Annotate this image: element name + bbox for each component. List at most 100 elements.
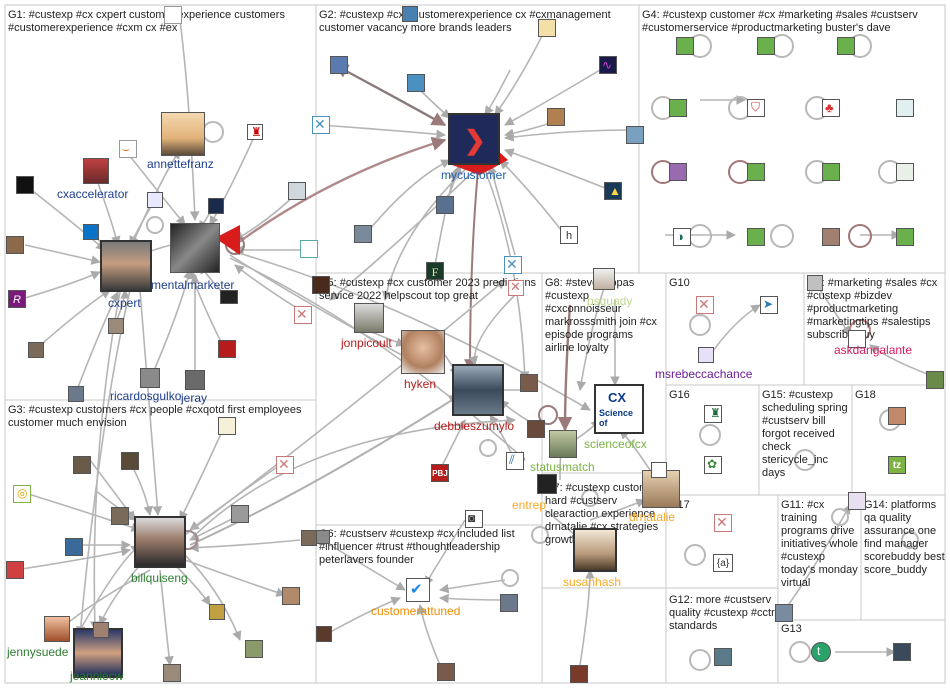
node-g3-f[interactable]: [6, 561, 24, 579]
node-g4-9[interactable]: [747, 163, 765, 181]
node-g9-a[interactable]: [807, 275, 823, 291]
node-g4-4[interactable]: [669, 99, 687, 117]
node-broken-g10[interactable]: ✕: [696, 296, 714, 314]
node-g3-n[interactable]: [93, 622, 109, 638]
node-g3-k[interactable]: [209, 604, 225, 620]
node-g3-i[interactable]: [301, 530, 317, 546]
node-g6-e[interactable]: [316, 530, 330, 544]
node-broken-g17[interactable]: ✕: [714, 514, 732, 532]
node-g3-h[interactable]: [218, 417, 236, 435]
node-entrep[interactable]: [537, 474, 557, 494]
node-cxpert[interactable]: [100, 240, 152, 292]
node-g3-c[interactable]: [73, 456, 91, 474]
node-g4-14[interactable]: [822, 228, 840, 246]
node-g2-f[interactable]: [547, 108, 565, 126]
node-g7-a[interactable]: [570, 665, 588, 683]
node-g2-e[interactable]: ∿: [599, 56, 617, 74]
node-debbieszumylo[interactable]: [452, 364, 504, 416]
node-amazon[interactable]: ⌣: [119, 140, 137, 158]
node-g5-d[interactable]: ⫽: [506, 452, 524, 470]
node-annettefranz[interactable]: [161, 112, 205, 156]
node-jonpicoult[interactable]: [354, 303, 384, 333]
node-msrebeccachance[interactable]: [698, 347, 714, 363]
node-g6-c[interactable]: [316, 626, 332, 642]
node-mentalmarketer[interactable]: [170, 223, 220, 273]
node-broken-g1-a[interactable]: ✕: [294, 306, 312, 324]
node-broken-g1-b[interactable]: [164, 6, 182, 24]
node-g4-7[interactable]: [896, 99, 914, 117]
node-r-logo[interactable]: R: [8, 290, 26, 308]
node-g12-a[interactable]: [714, 648, 732, 666]
node-g1-9[interactable]: [83, 224, 99, 240]
node-g3-g[interactable]: [231, 505, 249, 523]
node-g3-m[interactable]: [163, 664, 181, 682]
node-g5-c[interactable]: [527, 420, 545, 438]
node-a-braces[interactable]: {a}: [713, 554, 733, 572]
node-cx-logo-left[interactable]: [16, 176, 34, 194]
node-broken-g2-b[interactable]: ✕: [504, 256, 522, 274]
node-g4-11[interactable]: [896, 163, 914, 181]
node-g4-6[interactable]: ♣: [822, 99, 840, 117]
node-g6-d[interactable]: [437, 663, 455, 681]
node-g4-8[interactable]: [669, 163, 687, 181]
node-g6-b[interactable]: [500, 594, 518, 612]
node-g7-b[interactable]: [651, 462, 667, 478]
node-g16-a[interactable]: ♜: [704, 405, 722, 423]
node-g5-b[interactable]: [520, 374, 538, 392]
node-mycustomer[interactable]: ❯: [448, 113, 500, 165]
node-scienceofcx[interactable]: CX Science of: [594, 384, 644, 434]
node-jeray[interactable]: [185, 370, 205, 390]
node-broken-g5-a[interactable]: ✕: [508, 279, 524, 296]
node-g1-6[interactable]: [147, 192, 163, 208]
node-hyken[interactable]: [401, 330, 445, 374]
node-g2-a[interactable]: [330, 56, 348, 74]
node-customerattuned[interactable]: ✔: [406, 578, 430, 602]
node-g1-7[interactable]: [208, 198, 224, 214]
node-g1-15[interactable]: [218, 340, 236, 358]
node-g3-l[interactable]: [245, 640, 263, 658]
node-g3-j[interactable]: [282, 587, 300, 605]
node-g4-13[interactable]: [747, 228, 765, 246]
node-tz-logo[interactable]: tz: [888, 456, 906, 474]
node-broken-g3[interactable]: ✕: [276, 456, 294, 474]
node-broken-g2-a[interactable]: ✕: [312, 116, 330, 134]
node-askdangalante[interactable]: [848, 330, 866, 348]
node-g4-15[interactable]: [896, 228, 914, 246]
node-psquady[interactable]: [593, 268, 615, 290]
node-g10-b[interactable]: ➤: [760, 296, 778, 314]
node-g14-a[interactable]: [848, 492, 866, 510]
node-g2-i[interactable]: [354, 225, 372, 243]
node-g3-d[interactable]: [111, 507, 129, 525]
node-g1-8[interactable]: ♜: [247, 124, 263, 140]
node-g1-14[interactable]: [68, 386, 84, 402]
node-g13-b[interactable]: [893, 643, 911, 661]
node-g2-g[interactable]: [626, 126, 644, 144]
node-g16-b[interactable]: ✿: [704, 456, 722, 474]
node-g1-16[interactable]: [220, 290, 238, 304]
node-pbj-logo[interactable]: PBJ: [431, 464, 449, 482]
node-g18-a[interactable]: [888, 407, 906, 425]
node-ricardosgulko[interactable]: [140, 368, 160, 388]
node-statusmatch[interactable]: [549, 430, 577, 458]
node-g2-h[interactable]: [436, 196, 454, 214]
node-g1-18[interactable]: [300, 240, 318, 258]
node-g4-3[interactable]: [837, 37, 855, 55]
node-g2-d[interactable]: [538, 19, 556, 37]
node-g4-5[interactable]: ⛉: [747, 99, 765, 117]
node-h-logo[interactable]: h: [560, 226, 578, 244]
node-billquiseng[interactable]: [134, 516, 186, 568]
node-f-logo[interactable]: F: [426, 262, 444, 280]
node-g11-a[interactable]: [775, 604, 793, 622]
node-g2-b[interactable]: [407, 74, 425, 92]
node-drnatalie[interactable]: [642, 470, 680, 508]
node-g1-10[interactable]: [6, 236, 24, 254]
node-g9-b[interactable]: [926, 371, 944, 389]
node-g3-b[interactable]: [121, 452, 139, 470]
node-g4-10[interactable]: [822, 163, 840, 181]
node-g3-e[interactable]: [65, 538, 83, 556]
node-g3-a[interactable]: ◎: [13, 485, 31, 503]
node-g4-1[interactable]: [676, 37, 694, 55]
node-jennysuede[interactable]: [44, 616, 70, 642]
node-g5-a[interactable]: [312, 276, 330, 294]
node-g2-c[interactable]: [402, 6, 418, 22]
